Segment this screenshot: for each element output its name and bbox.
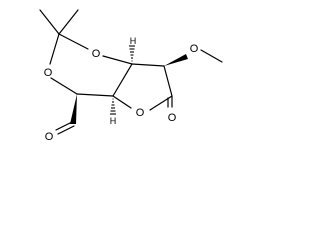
- bond-methyl-2: [58, 9, 79, 35]
- bond-c3a-c3: [131, 63, 165, 67]
- methoxy-oxygen-label: O: [190, 43, 199, 55]
- ring-oxygen-top-label: O: [92, 48, 101, 60]
- hash-c7a-h: [110, 98, 116, 115]
- bond-c7a-c3a: [112, 63, 133, 97]
- bond-c3-c2: [163, 65, 173, 97]
- bond-cme2-o-top: [58, 33, 89, 50]
- hash-c3a-h: [129, 45, 135, 62]
- aldehyde-oxygen-label: O: [45, 131, 54, 143]
- bond-cho-c-o-a: [55, 121, 73, 131]
- bond-o-left-c4: [50, 77, 78, 95]
- wedge-c3-ome: [164, 54, 188, 66]
- bond-o-methyl: [200, 49, 223, 63]
- hydrogen-bottom-label: H: [110, 116, 117, 126]
- bond-methyl-1: [39, 9, 60, 35]
- carbonyl-oxygen-label: O: [168, 112, 177, 124]
- bond-o-lactone-c7a: [112, 95, 132, 109]
- ring-oxygen-left-label: O: [44, 67, 53, 79]
- bond-c2-o-lactone: [149, 95, 173, 111]
- wedge-c4-cho: [70, 94, 77, 124]
- bond-cho-c-o-b: [57, 125, 75, 135]
- molecule-diagram: O O O O O O H H: [39, 9, 223, 143]
- lactone-oxygen-label: O: [136, 107, 145, 119]
- bond-c4-c7a: [76, 93, 114, 97]
- bond-o-top-c3a: [102, 55, 133, 65]
- hydrogen-top-label: H: [130, 36, 137, 46]
- bond-cme2-o-left: [49, 33, 60, 65]
